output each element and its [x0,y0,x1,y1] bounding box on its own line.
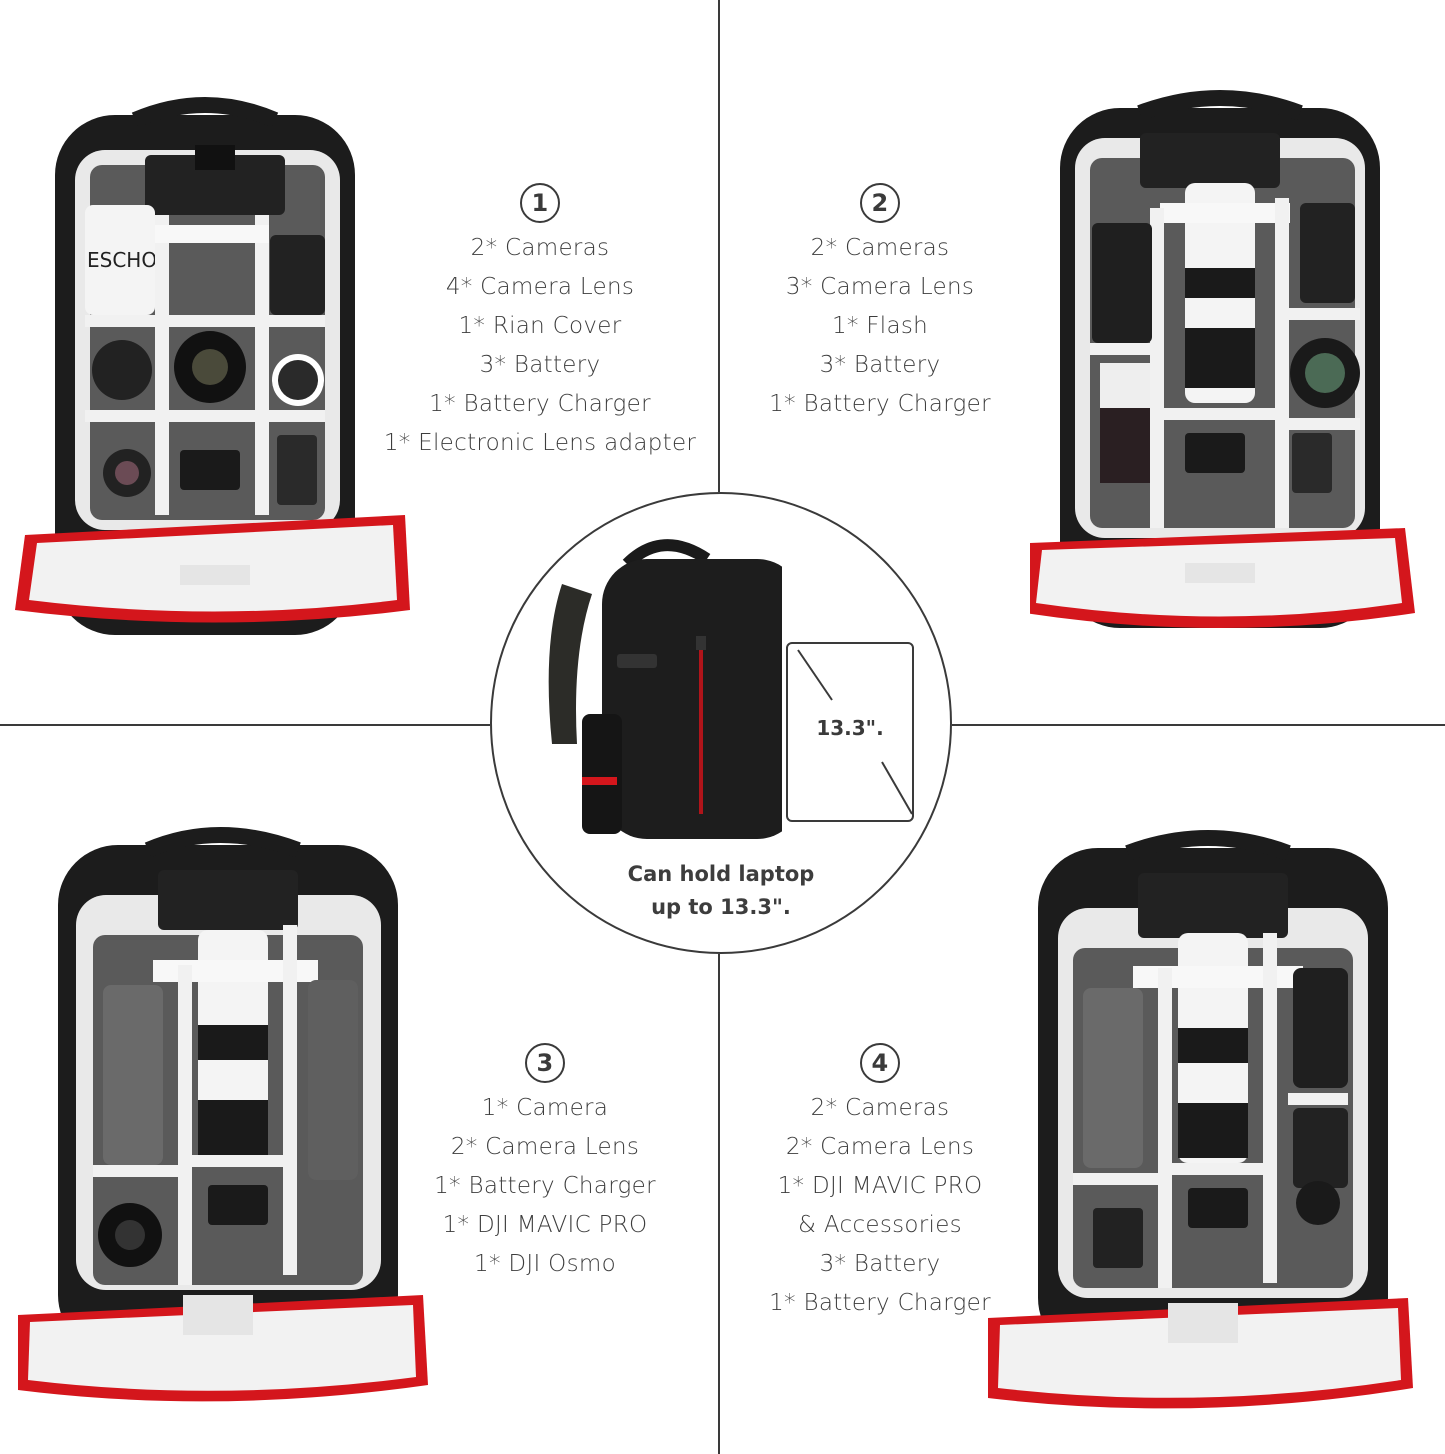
step-number-badge-3: 3 [525,1043,565,1083]
caption-line-1: Can hold laptop [627,862,815,886]
step-number-badge-4: 4 [860,1043,900,1083]
open-backpack-image-4 [988,830,1413,1409]
open-backpack-image-1: ESCHO [15,97,410,635]
list-item: 1* Rian Cover [458,313,622,339]
horizontal-divider-left [0,724,490,726]
laptop-capacity-circle: 13.3". Can hold laptop up to 13.3". [490,492,952,954]
laptop-caption: Can hold laptop up to 13.3". [492,858,950,924]
list-item: 1* Battery Charger [769,1290,991,1316]
panel-2-contents: 2 2* Cameras 3* Camera Lens 1* Flash 3* … [760,183,1000,424]
list-item: 3* Camera Lens [785,274,975,300]
open-backpack-image-2 [1030,90,1415,628]
laptop-size-icon: 13.3". [786,642,914,822]
horizontal-divider-right [952,724,1445,726]
laptop-size-label: 13.3". [816,716,884,740]
list-item: 2* Camera Lens [450,1134,640,1160]
list-item: 3* Battery [819,1251,941,1277]
list-item: 4* Camera Lens [445,274,635,300]
step-number-badge-1: 1 [520,183,560,223]
panel-3-contents: 3 1* Camera 2* Camera Lens 1* Battery Ch… [420,1043,670,1284]
list-item: 1* DJI Osmo [474,1251,616,1277]
list-item: 1* Battery Charger [769,391,991,417]
caption-line-2: up to 13.3". [651,895,791,919]
list-item: 1* DJI MAVIC PRO [777,1173,983,1199]
panel-1-contents: 1 2* Cameras 4* Camera Lens 1* Rian Cove… [370,183,710,463]
step-number-badge-2: 2 [860,183,900,223]
list-item: 1* Battery Charger [429,391,651,417]
list-item: 1* DJI MAVIC PRO [442,1212,648,1238]
list-item: 1* Flash [831,313,929,339]
open-backpack-image-3 [18,827,428,1402]
list-item: 1* Battery Charger [434,1173,656,1199]
list-item: 3* Battery [479,352,601,378]
list-item: 2* Cameras [810,235,950,261]
list-item: 2* Cameras [470,235,610,261]
list-item: 2* Cameras [810,1095,950,1121]
panel-4-contents: 4 2* Cameras 2* Camera Lens 1* DJI MAVIC… [760,1043,1000,1323]
vertical-divider-top [718,0,720,492]
diagonal-measure-icon [797,649,912,815]
closed-backpack-image [548,539,782,839]
svg-text:ESCHO: ESCHO [87,248,157,272]
list-item: & Accessories [798,1212,962,1238]
list-item: 1* Electronic Lens adapter [383,430,697,456]
list-item: 3* Battery [819,352,941,378]
list-item: 1* Camera [481,1095,609,1121]
vertical-divider-bottom [718,954,720,1454]
list-item: 2* Camera Lens [785,1134,975,1160]
